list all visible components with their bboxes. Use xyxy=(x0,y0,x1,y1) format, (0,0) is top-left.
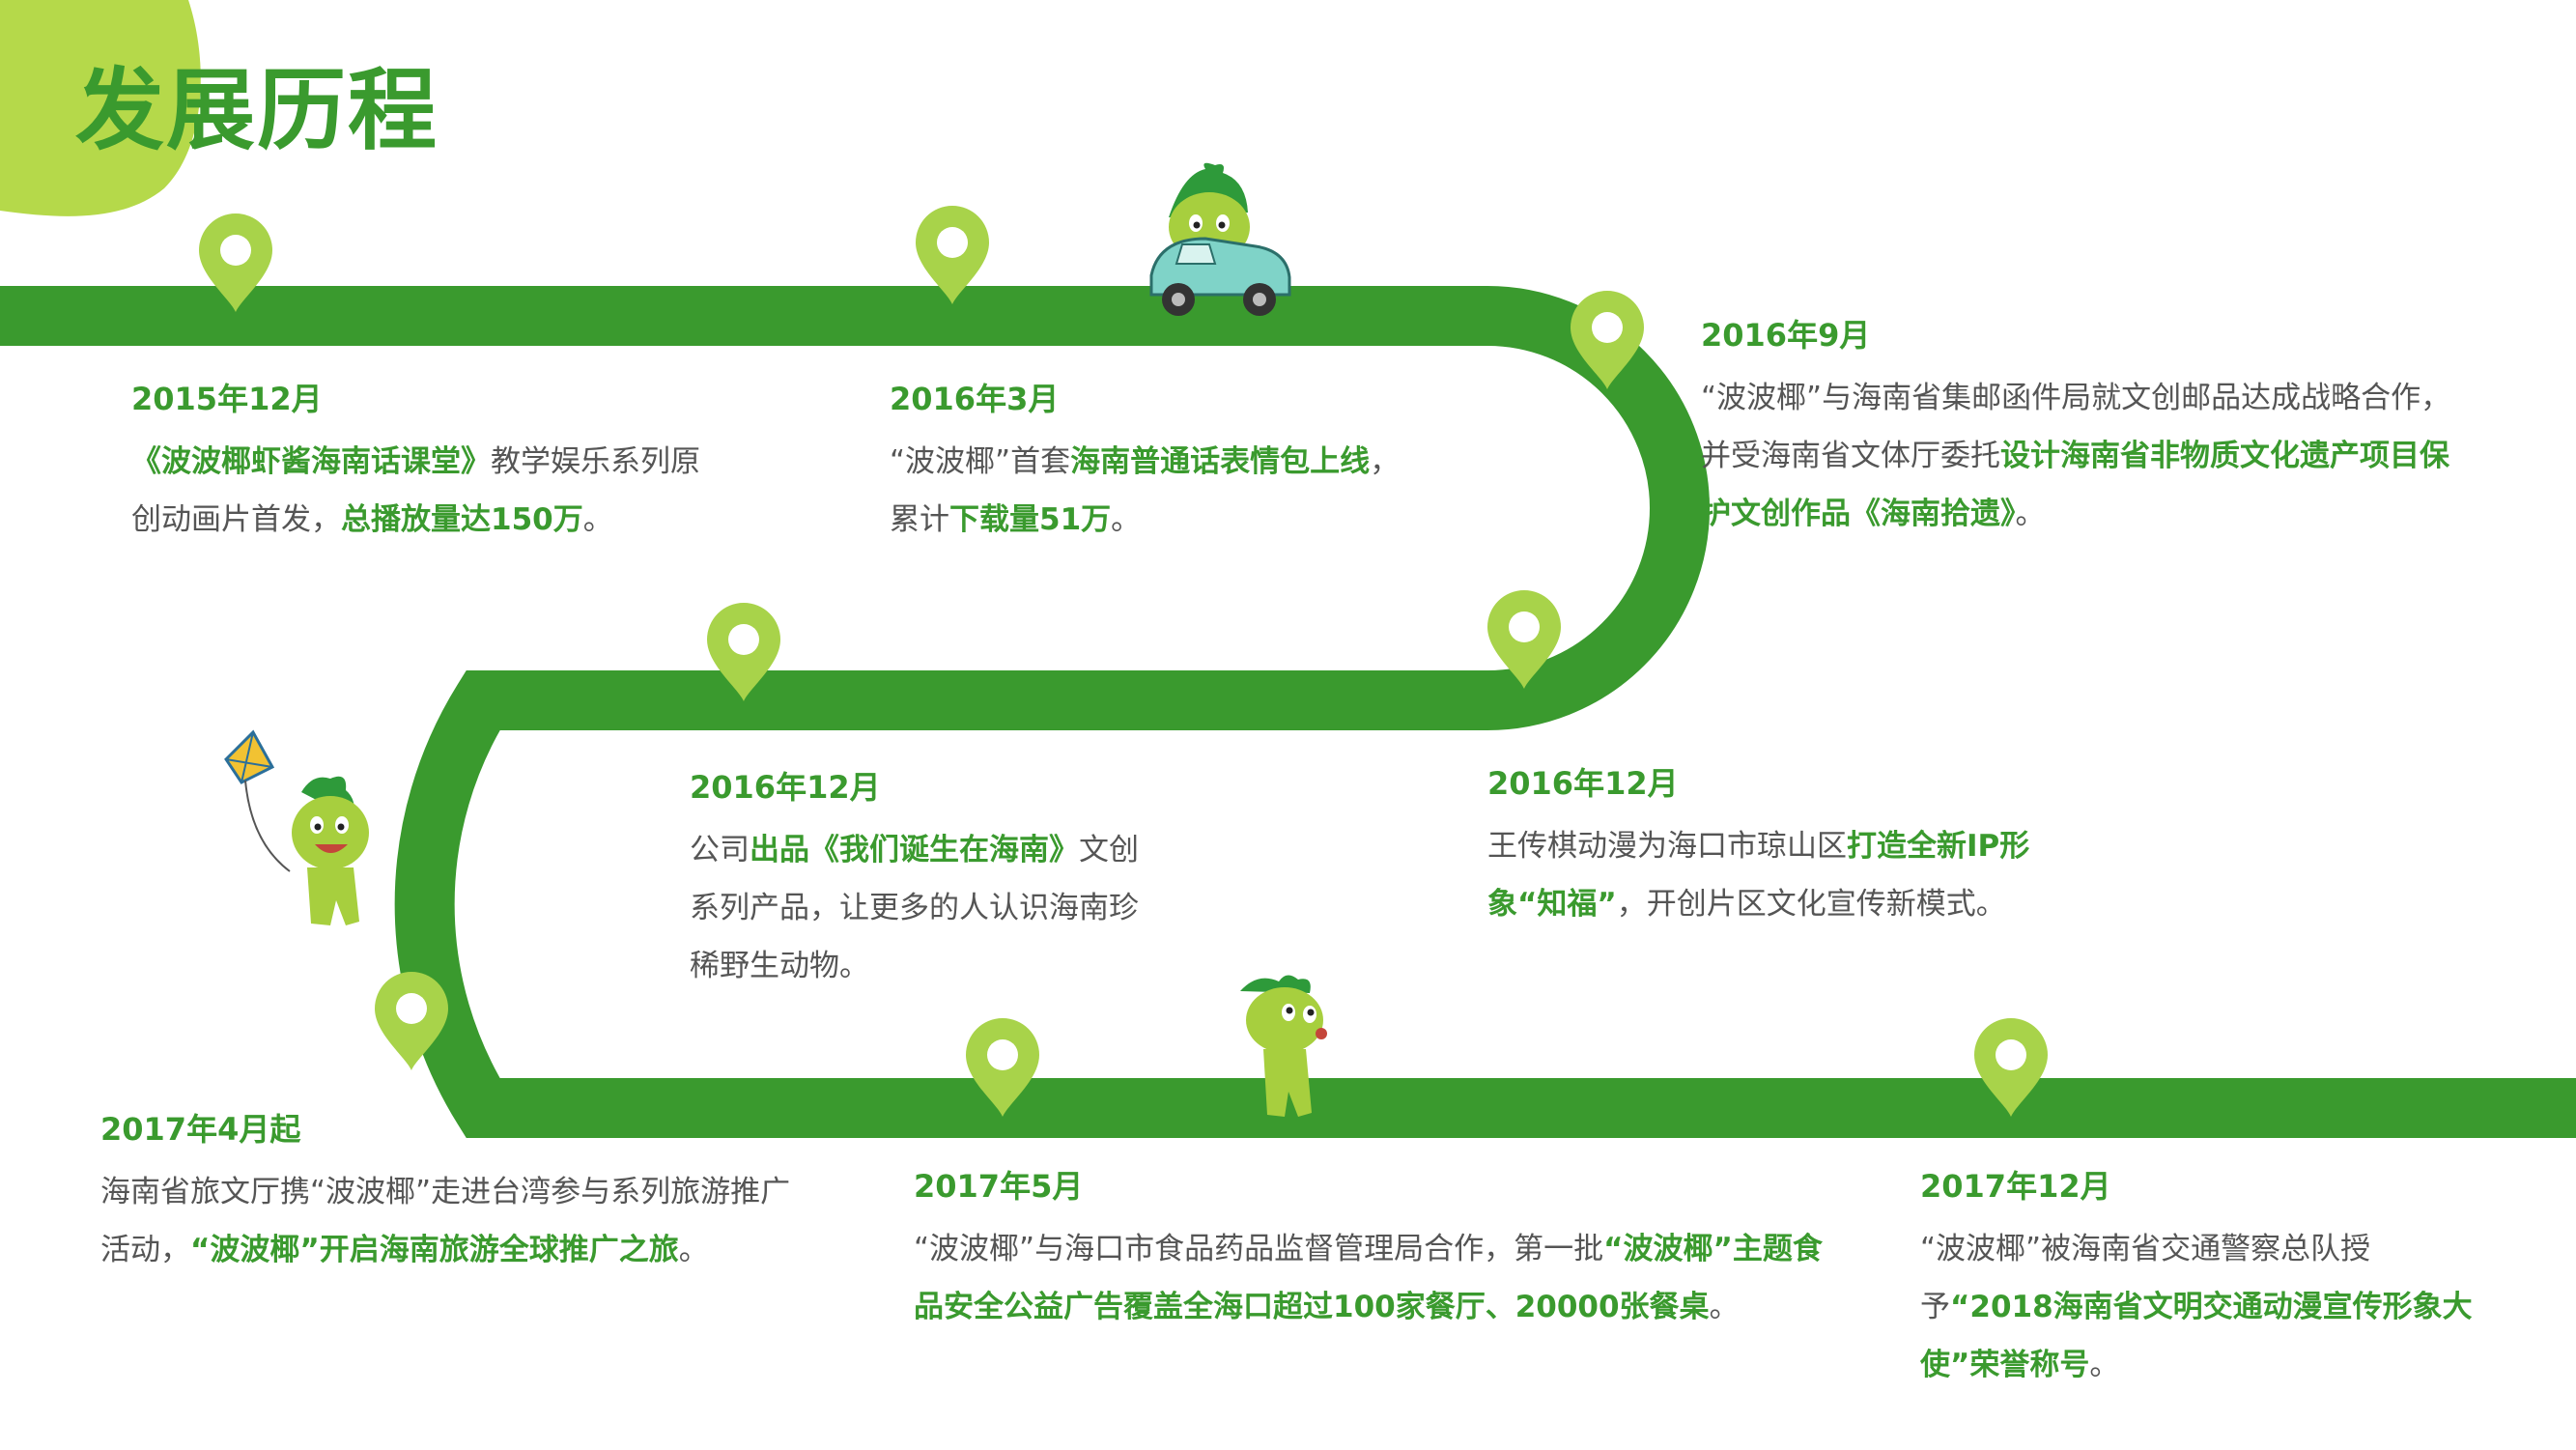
mascot-standing-icon xyxy=(1240,975,1327,1117)
map-pin-icon xyxy=(1486,590,1563,691)
corner-blob xyxy=(0,0,201,216)
event-description: “波波椰”与海口市食品药品监督管理局合作，第一批“波波椰”主题食品安全公益广告覆… xyxy=(914,1220,1831,1336)
event-date: 2017年4月起 xyxy=(100,1111,301,1148)
highlight-text: “波波椰”开启海南旅游全球推广之旅 xyxy=(190,1233,679,1267)
highlight-text: 出品《我们诞生在海南》 xyxy=(750,833,1079,867)
highlight-text: 总播放量达150万 xyxy=(341,502,583,537)
mascot-with-kite-icon xyxy=(224,729,369,925)
map-pin-icon xyxy=(373,972,450,1072)
timeline-event: 2016年12月 王传棋动漫为海口市琼山区打造全新IP形象“知福”，开创片区文化… xyxy=(1487,759,2048,933)
timeline-event: 2016年3月 “波波椰”首套海南普通话表情包上线，累计下载量51万。 xyxy=(890,375,1421,549)
map-pin-icon xyxy=(1972,1018,2050,1119)
description-text: “波波椰”被海南省交通警察总队授予 xyxy=(1920,1232,2371,1324)
map-pin-icon xyxy=(964,1018,1041,1119)
event-date: 2016年9月 xyxy=(1701,317,1871,354)
highlight-text: 下载量51万 xyxy=(949,502,1112,537)
event-description: “波波椰”被海南省交通警察总队授予“2018海南省文明交通动漫宣传形象大使”荣誉… xyxy=(1920,1220,2500,1394)
highlight-text: 海南普通话表情包上线 xyxy=(1070,444,1371,479)
map-pin-icon xyxy=(705,603,782,703)
event-description: 海南省旅文厅携“波波椰”走进台湾参与系列旅游推广活动，“波波椰”开启海南旅游全球… xyxy=(100,1163,796,1279)
description-text: 。 xyxy=(582,502,613,537)
event-date: 2016年3月 xyxy=(890,381,1060,417)
description-text: 海南省旅文厅携“波波椰”走进台湾参与系列旅游推广活动， xyxy=(100,1175,791,1267)
description-text: 王传棋动漫为海口市琼山区 xyxy=(1487,829,1847,864)
description-text: “波波椰”与海口市食品药品监督管理局合作，第一批 xyxy=(914,1232,1604,1266)
description-text: 。 xyxy=(1111,502,1142,537)
highlight-text: 打造全新IP形象“知福” xyxy=(1487,829,2030,922)
event-date: 2015年12月 xyxy=(131,381,323,417)
event-description: 公司出品《我们诞生在海南》文创系列产品，让更多的人认识海南珍稀野生动物。 xyxy=(690,821,1157,995)
event-description: 王传棋动漫为海口市琼山区打造全新IP形象“知福”，开创片区文化宣传新模式。 xyxy=(1487,817,2048,933)
event-date: 2017年12月 xyxy=(1920,1168,2111,1205)
timeline-event: 2016年12月 公司出品《我们诞生在海南》文创系列产品，让更多的人认识海南珍稀… xyxy=(690,763,1157,995)
event-description: 《波波椰虾酱海南话课堂》教学娱乐系列原创动画片首发，总播放量达150万。 xyxy=(131,433,717,549)
description-text: “波波椰”首套 xyxy=(890,444,1071,479)
map-pin-icon xyxy=(1569,291,1646,391)
event-date: 2016年12月 xyxy=(1487,765,1679,802)
highlight-text: “波波椰”主题食品安全公益广告覆盖全海口超过100家餐厅、20000张餐桌 xyxy=(914,1232,1823,1324)
timeline-event: 2017年5月 “波波椰”与海口市食品药品监督管理局合作，第一批“波波椰”主题食… xyxy=(914,1162,1831,1336)
highlight-text: “2018海南省文明交通动漫宣传形象大使”荣誉称号 xyxy=(1920,1290,2473,1382)
page-title: 发展历程 xyxy=(75,59,439,162)
highlight-text: 设计海南省非物质文化遗产项目保护文创作品《海南拾遗》 xyxy=(1701,439,2449,531)
timeline-event: 2017年4月起 海南省旅文厅携“波波椰”走进台湾参与系列旅游推广活动，“波波椰… xyxy=(100,1105,796,1279)
description-text: 。 xyxy=(1709,1290,1740,1324)
event-description: “波波椰”首套海南普通话表情包上线，累计下载量51万。 xyxy=(890,433,1421,549)
map-pin-icon xyxy=(914,206,991,306)
highlight-text: 《波波椰虾酱海南话课堂》 xyxy=(131,444,491,479)
description-text: 。 xyxy=(2089,1348,2120,1382)
description-text: 公司 xyxy=(690,833,750,867)
event-date: 2016年12月 xyxy=(690,769,881,806)
description-text: ，开创片区文化宣传新模式。 xyxy=(1616,887,2006,922)
timeline-event: 2015年12月 《波波椰虾酱海南话课堂》教学娱乐系列原创动画片首发，总播放量达… xyxy=(131,375,717,549)
event-description: “波波椰”与海南省集邮函件局就文创邮品达成战略合作，并受海南省文体厅委托设计海南… xyxy=(1701,369,2474,543)
description-text: 教学娱乐系列原创动画片首发， xyxy=(131,444,700,537)
timeline-event: 2017年12月 “波波椰”被海南省交通警察总队授予“2018海南省文明交通动漫… xyxy=(1920,1162,2500,1394)
description-text: 。 xyxy=(678,1233,709,1267)
map-pin-icon xyxy=(197,213,274,314)
description-text: ，累计 xyxy=(890,444,1401,537)
description-text: “波波椰”与海南省集邮函件局就文创邮品达成战略合作，并受海南省文体厅委托 xyxy=(1701,381,2451,473)
event-date: 2017年5月 xyxy=(914,1168,1084,1205)
timeline-event: 2016年9月 “波波椰”与海南省集邮函件局就文创邮品达成战略合作，并受海南省文… xyxy=(1701,311,2474,543)
description-text: 。 xyxy=(2015,497,2046,531)
mascot-in-car-icon xyxy=(1149,162,1291,316)
description-text: 文创系列产品，让更多的人认识海南珍稀野生动物。 xyxy=(690,833,1139,983)
